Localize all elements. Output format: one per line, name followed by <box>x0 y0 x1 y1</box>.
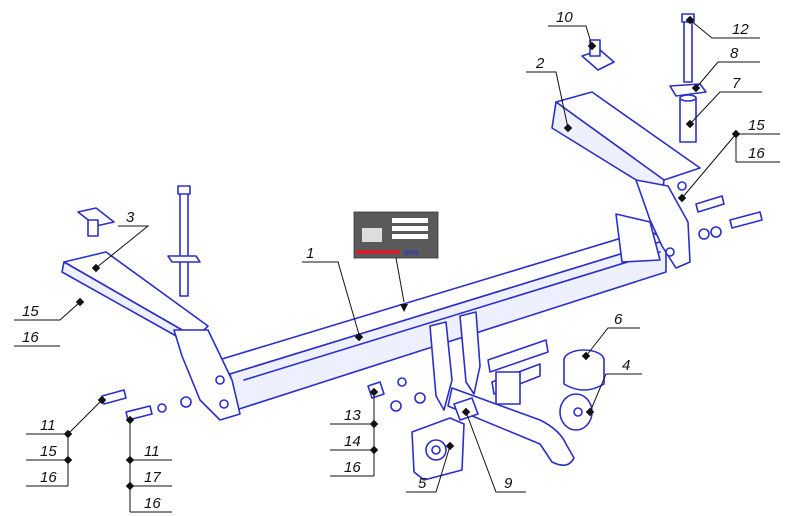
leader-dots <box>63 15 741 491</box>
middle-nuts <box>367 377 426 412</box>
callout-5: 5 <box>418 475 427 492</box>
callout-15-stack: 15 <box>40 443 57 460</box>
socket-plate <box>411 417 465 481</box>
callout-10: 10 <box>556 9 573 26</box>
callout-labels: 1 2 3 4 5 6 7 8 9 10 11 11 12 13 14 15 1… <box>22 9 765 512</box>
callout-11-mid: 11 <box>144 443 160 460</box>
callout-14: 14 <box>344 433 361 450</box>
leader-lines <box>14 19 780 513</box>
tow-ball-arm <box>447 387 593 466</box>
left-top-bolt <box>77 207 115 237</box>
identification-plate: oris <box>353 211 439 259</box>
callout-12: 12 <box>732 21 749 38</box>
callout-2: 2 <box>535 55 545 72</box>
right-mounting-bracket <box>551 91 701 269</box>
ball-cover <box>563 349 605 391</box>
callout-15-left: 15 <box>22 303 39 320</box>
callout-3: 3 <box>126 209 135 226</box>
callout-4: 4 <box>622 357 630 374</box>
callout-8: 8 <box>730 45 739 62</box>
callout-17: 17 <box>144 469 161 486</box>
callout-1: 1 <box>306 245 314 262</box>
hook-brackets <box>429 311 549 411</box>
callout-16-stack-left: 16 <box>40 469 57 486</box>
left-vertical-bolt <box>167 185 201 297</box>
callout-16-right: 16 <box>748 145 765 162</box>
bolt-10 <box>581 39 615 71</box>
plate-brand-text: oris <box>404 248 419 257</box>
callout-7: 7 <box>732 75 741 92</box>
right-side-bolts <box>695 195 763 240</box>
callout-11-left: 11 <box>40 417 56 434</box>
left-side-bolts <box>101 389 192 421</box>
callout-6: 6 <box>614 311 623 328</box>
callout-16-stack-mid: 16 <box>144 495 161 512</box>
callout-16-left: 16 <box>22 329 39 346</box>
left-mounting-plate <box>61 251 241 421</box>
callout-13: 13 <box>344 407 361 424</box>
callout-16-stack-center: 16 <box>344 459 361 476</box>
callout-9: 9 <box>504 475 513 492</box>
callout-15-right: 15 <box>748 117 765 134</box>
